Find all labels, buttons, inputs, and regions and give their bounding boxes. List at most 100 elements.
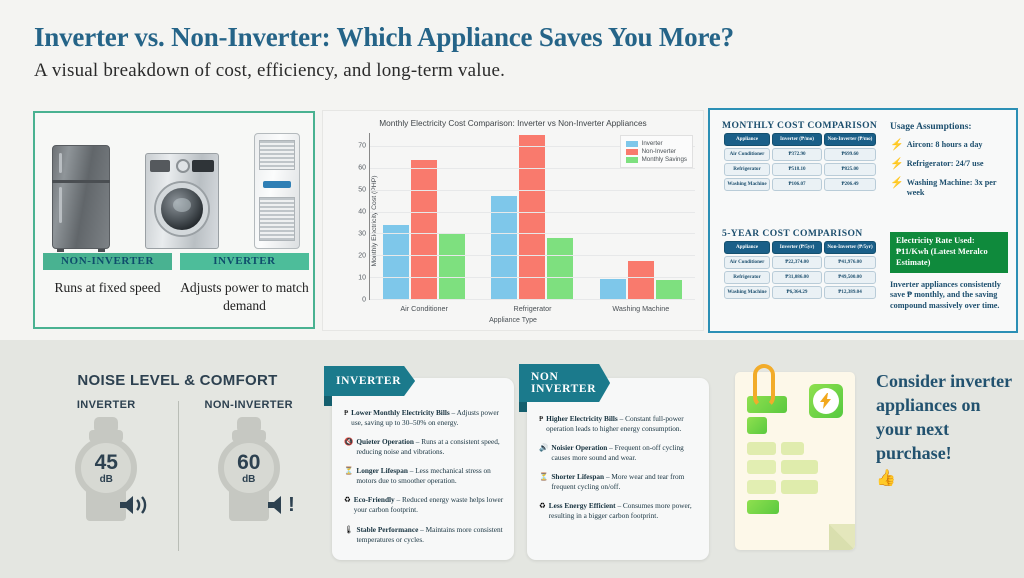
legend-swatch bbox=[625, 156, 638, 163]
legend-label: Monthly Savings bbox=[641, 156, 687, 163]
noise-divider bbox=[177, 401, 179, 551]
usage-assumption-text: Washing Machine: 3x per week bbox=[906, 178, 997, 198]
table-cell: ₱49,500.00 bbox=[824, 271, 876, 284]
thumbs-up-icon: 👍 bbox=[876, 469, 896, 487]
table-header-cell: Non-Inverter (₱/5yr) bbox=[824, 241, 876, 254]
feature-bullet: ⏳Shorter Lifespan – More wear and tear f… bbox=[539, 472, 700, 492]
feature-bullet: ₱Lower Monthly Electricity Bills – Adjus… bbox=[344, 408, 505, 428]
chart-bar bbox=[547, 237, 574, 299]
chart-bar-group: Refrigerator bbox=[478, 133, 586, 313]
chart-x-tick: Air Conditioner bbox=[400, 304, 448, 313]
legend-swatch bbox=[625, 148, 638, 155]
legend-item: Monthly Savings bbox=[625, 156, 687, 163]
loud-speaker-icon: ! bbox=[266, 493, 295, 517]
chart-plot-area: Air Conditioner Refrigerator Washing Machi… bbox=[358, 133, 695, 313]
chart-y-tick: 40 bbox=[358, 208, 366, 216]
inverter-caption: Adjusts power to match demand bbox=[180, 280, 309, 313]
table-cell: Air Conditioner bbox=[724, 256, 770, 269]
table-row: Refrigerator₱518.10₱825.00 bbox=[724, 163, 876, 176]
cost-comparison-chart: Monthly Electricity Cost Comparison: Inv… bbox=[322, 110, 704, 331]
bolt-icon: ⚡ bbox=[890, 158, 904, 170]
chart-gridline: 0 bbox=[362, 297, 695, 304]
legend-swatch bbox=[625, 140, 638, 147]
table-cell: ₱372.90 bbox=[772, 148, 822, 161]
legend-label: Inverter bbox=[641, 140, 663, 147]
chart-bar-group: Washing Machine bbox=[587, 133, 695, 313]
bolt-icon: ⚡ bbox=[890, 139, 904, 151]
table-cell: ₱22,374.00 bbox=[772, 256, 822, 269]
bullet-text: Eco-Friendly – Reduced energy waste help… bbox=[353, 495, 504, 515]
noise-meter-inverter: 45 dB bbox=[58, 417, 154, 525]
chart-bar-group: Air Conditioner bbox=[370, 133, 478, 313]
noise-inverter-label: INVERTER bbox=[76, 399, 136, 411]
refrigerator-image bbox=[52, 145, 111, 252]
table-cell: ₱518.10 bbox=[772, 163, 822, 176]
legend-item: Inverter bbox=[625, 140, 687, 147]
non-inverter-column: NON-INVERTER Runs at fixed speed bbox=[43, 253, 172, 314]
inverter-db-value: 45 bbox=[94, 450, 118, 474]
feature-bullet: ⏳Longer Lifespan – Less mechanical stres… bbox=[344, 466, 505, 486]
appliance-images bbox=[35, 121, 317, 252]
usage-assumption-text: Aircon: 8 hours a day bbox=[906, 140, 983, 149]
bullet-text: Noisier Operation – Frequent on-off cycl… bbox=[551, 443, 684, 463]
cta-text: Consider inverter appliances on your nex… bbox=[876, 371, 1012, 463]
table-header-cell: Inverter (₱/5yr) bbox=[772, 241, 822, 254]
table-header-cell: Appliance bbox=[724, 133, 770, 146]
chart-gridline: 10 bbox=[358, 275, 695, 282]
bullet-text: Longer Lifespan – Less mechanical stress… bbox=[356, 466, 491, 486]
chart-x-axis-label: Appliance Type bbox=[489, 317, 537, 324]
table-row: Air Conditioner₱372.90₱699.60 bbox=[724, 148, 876, 161]
table-cell: ₱6,364.29 bbox=[772, 286, 822, 299]
table-cell: ₱12,389.04 bbox=[824, 286, 876, 299]
inverter-bullet-list: ₱Lower Monthly Electricity Bills – Adjus… bbox=[344, 408, 505, 554]
table-cell: ₱825.00 bbox=[824, 163, 876, 176]
inverter-ribbon-label: INVERTER bbox=[324, 366, 415, 396]
quiet-speaker-icon bbox=[118, 493, 152, 517]
chart-title: Monthly Electricity Cost Comparison: Inv… bbox=[379, 118, 647, 128]
bullet-text: Less Energy Efficient – Consumes more po… bbox=[548, 501, 692, 521]
usage-assumption-text: Refrigerator: 24/7 use bbox=[906, 159, 984, 168]
paperclip-icon bbox=[753, 364, 775, 408]
bullet-icon: 🔊 bbox=[539, 443, 549, 453]
feature-bullet: 🔊Noisier Operation – Frequent on-off cyc… bbox=[539, 443, 700, 463]
bullet-text: Quieter Operation – Runs at a consistent… bbox=[356, 437, 500, 457]
bullet-icon: 🌡 bbox=[344, 524, 354, 534]
washing-machine-image bbox=[144, 153, 219, 249]
usage-assumptions-list: ⚡Aircon: 8 hours a day⚡Refrigerator: 24/… bbox=[890, 140, 1010, 199]
inverter-benefits-card: INVERTER ₱Lower Monthly Electricity Bill… bbox=[324, 378, 514, 560]
cta-message: Consider inverter appliances on your nex… bbox=[876, 370, 1016, 489]
table-row: Washing Machine₱106.07₱206.49 bbox=[724, 178, 876, 191]
chart-bar bbox=[383, 225, 410, 299]
chart-gridline: 20 bbox=[358, 253, 695, 260]
legend-label: Non-Inverter bbox=[641, 148, 676, 155]
chart-x-tick: Refrigerator bbox=[513, 304, 552, 313]
table-cell: Refrigerator bbox=[724, 271, 770, 284]
monthly-table-title: MONTHLY COST COMPARISON bbox=[722, 120, 878, 131]
chart-bar bbox=[655, 280, 682, 299]
chart-gridline: 70 bbox=[358, 143, 695, 150]
table-row: Washing Machine₱6,364.29₱12,389.04 bbox=[724, 286, 876, 299]
bullet-icon: ⏳ bbox=[539, 472, 549, 482]
table-cell: Refrigerator bbox=[724, 163, 770, 176]
chart-y-tick: 70 bbox=[358, 142, 366, 150]
noise-level-section: NOISE LEVEL & COMFORT INVERTER 45 dB bbox=[35, 372, 321, 551]
noninverter-bullet-list: ₱Higher Electricity Bills – Constant ful… bbox=[539, 414, 700, 531]
bullet-icon: ₱ bbox=[344, 408, 349, 417]
chart-y-tick: 50 bbox=[358, 186, 366, 194]
usage-assumption-item: ⚡Aircon: 8 hours a day bbox=[890, 140, 1010, 151]
bolt-icon: ⚡ bbox=[890, 177, 904, 189]
header: Inverter vs. Non-Inverter: Which Applian… bbox=[34, 22, 994, 82]
noise-noninverter-column: NON-INVERTER 60 dB ! bbox=[178, 399, 321, 525]
bullet-icon: 🔇 bbox=[344, 437, 354, 447]
chart-bar bbox=[627, 260, 654, 299]
appliance-labels: NON-INVERTER Runs at fixed speed INVERTE… bbox=[43, 253, 309, 314]
table-header-cell: Appliance bbox=[724, 241, 770, 254]
noninverter-db-value: 60 bbox=[237, 450, 261, 474]
chart-y-tick: 60 bbox=[358, 164, 366, 172]
bullet-text: Stable Performance – Maintains more cons… bbox=[356, 524, 503, 544]
noninverter-ribbon-label: NON INVERTER bbox=[519, 364, 610, 402]
table-cell: Air Conditioner bbox=[724, 148, 770, 161]
